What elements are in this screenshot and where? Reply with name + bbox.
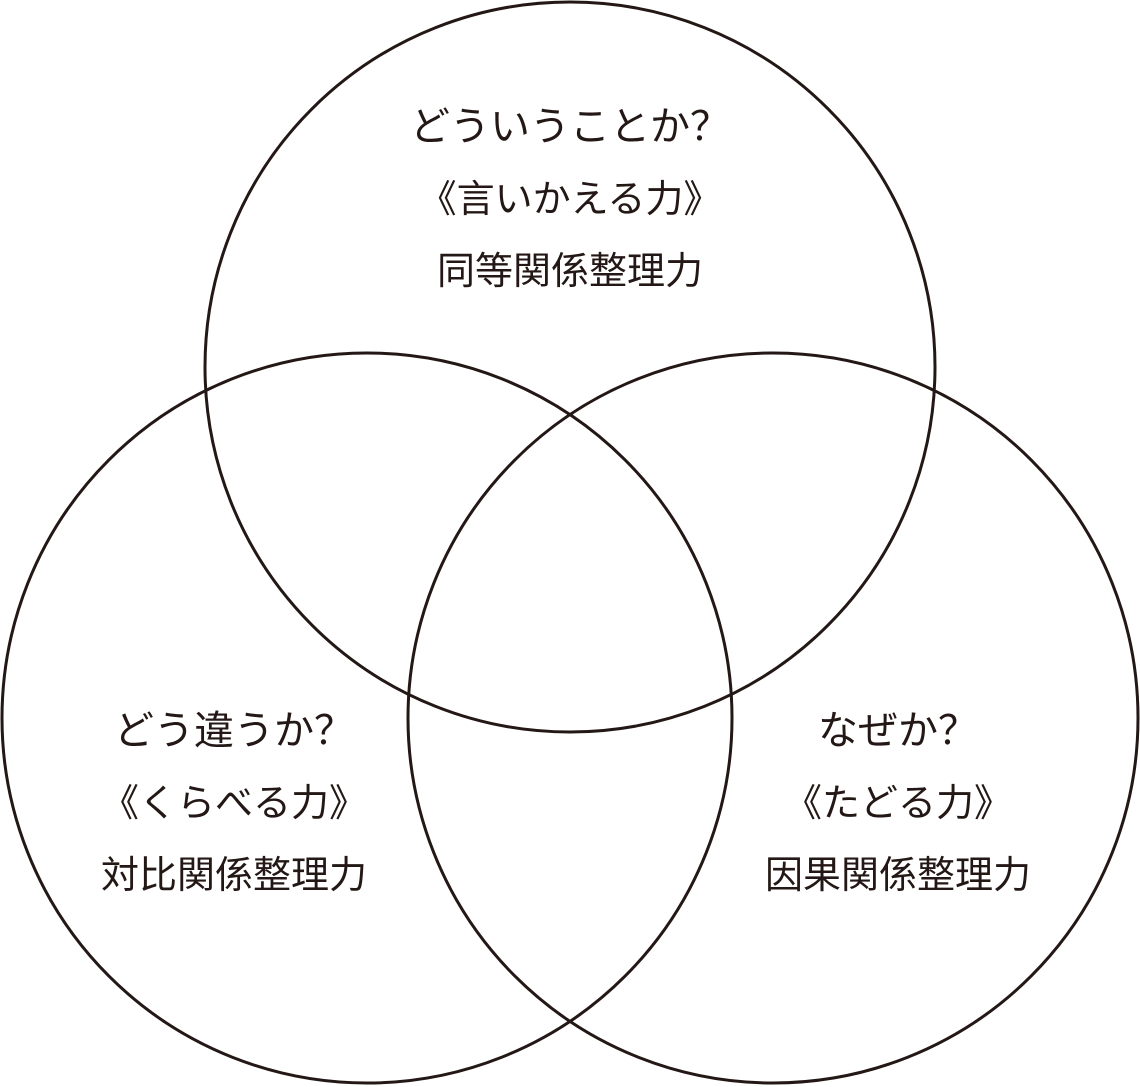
question-text: どういうことか？: [410, 104, 730, 150]
label-top: どういうことか？ 《言いかえる力》 同等関係整理力: [370, 102, 770, 296]
skill-text: 《言いかえる力》: [418, 177, 722, 221]
circle-top: [203, 0, 937, 734]
circle-left: [0, 351, 734, 1085]
skill-text: 《くらべる力》: [100, 781, 367, 825]
skill-text: 《たどる力》: [783, 781, 1012, 825]
question-text: どう違うか？: [114, 708, 354, 754]
label-right: なぜか？ 《たどる力》 因果関係整理力: [698, 706, 1098, 900]
label-left: どう違うか？ 《くらべる力》 対比関係整理力: [34, 706, 434, 900]
ability-text: 対比関係整理力: [100, 853, 367, 897]
ability-text: 因果関係整理力: [764, 853, 1031, 897]
question-text: なぜか？: [818, 708, 978, 754]
circle-right: [406, 351, 1140, 1085]
ability-text: 同等関係整理力: [436, 249, 703, 293]
